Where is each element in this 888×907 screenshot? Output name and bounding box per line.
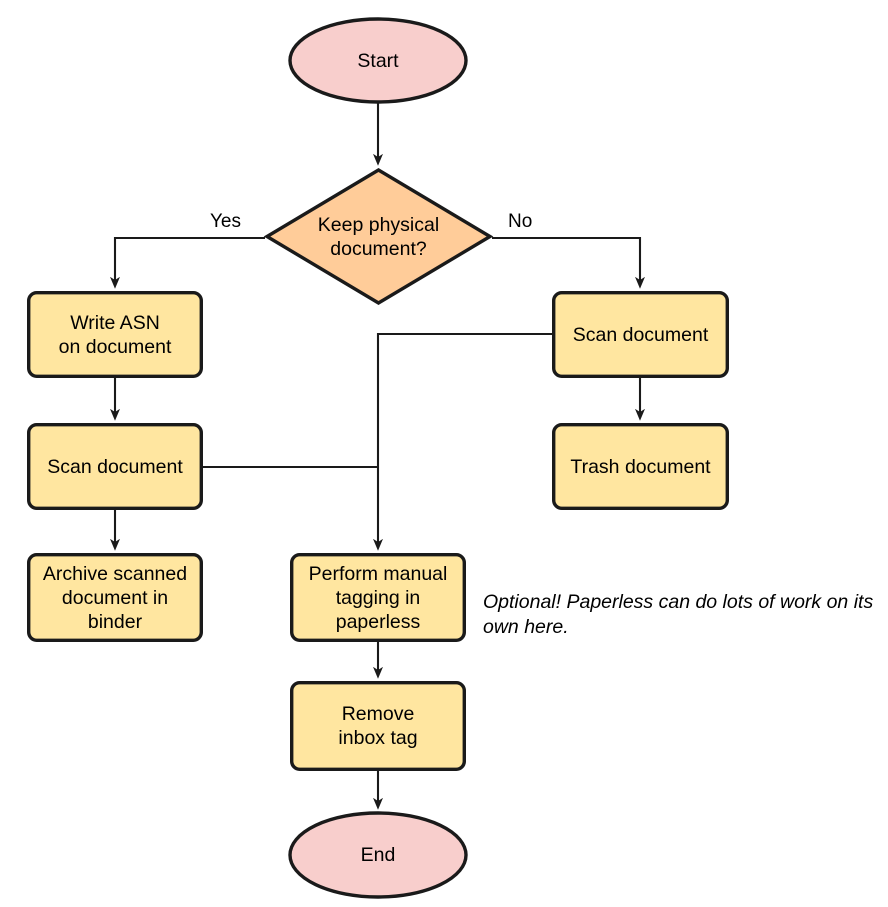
node-trash-document[interactable] — [552, 423, 730, 511]
node-start[interactable] — [288, 17, 468, 104]
edge-label-no: No — [508, 211, 533, 232]
node-scan-document-left[interactable] — [27, 423, 204, 511]
edge-scan-right-to-manual-tagging — [373, 332, 552, 551]
edge-decision-no-to-scan-right — [492, 236, 645, 289]
edge-label-yes: Yes — [210, 211, 241, 232]
node-archive-scanned-document-in-binder[interactable] — [27, 553, 204, 643]
edge-decision-yes-to-write-asn — [110, 236, 265, 289]
node-scan-document-right[interactable] — [552, 291, 730, 379]
node-keep-physical-document[interactable] — [263, 168, 494, 305]
node-end[interactable] — [288, 811, 468, 899]
node-write-asn-on-document[interactable] — [27, 291, 204, 379]
node-remove-inbox-tag[interactable] — [290, 681, 467, 772]
optional-note-text: Optional! Paperless can do lots of work … — [483, 591, 874, 638]
node-perform-manual-tagging-in-paperless[interactable] — [290, 553, 467, 643]
